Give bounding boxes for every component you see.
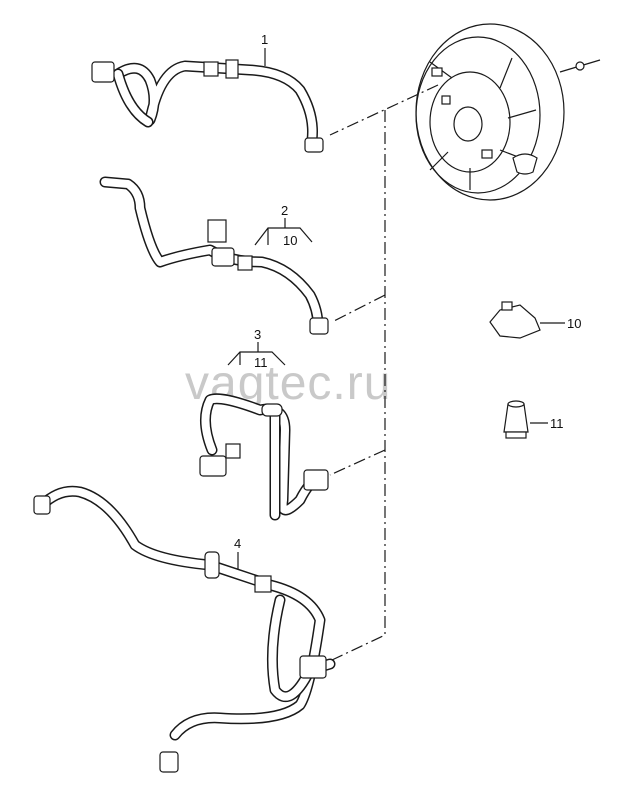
callout-1: 1 [261,32,269,47]
callout-10: 10 [567,316,582,331]
hose-2 [99,176,329,335]
callout-3: 3 [254,327,262,342]
callout-2: 2 [281,203,289,218]
hose-1 [91,59,324,153]
callout-11: 11 [550,416,564,431]
brake-booster [415,23,601,201]
hose-4 [33,485,336,773]
hose-3 [199,393,329,521]
callout-2-sub: 10 [283,233,298,248]
callout-leaders [227,48,313,570]
callout-4: 4 [234,536,242,551]
part-10-sensor [489,301,565,339]
part-11-grommet [503,400,548,439]
callout-3-sub: 11 [254,355,268,370]
reference-line [331,110,386,661]
